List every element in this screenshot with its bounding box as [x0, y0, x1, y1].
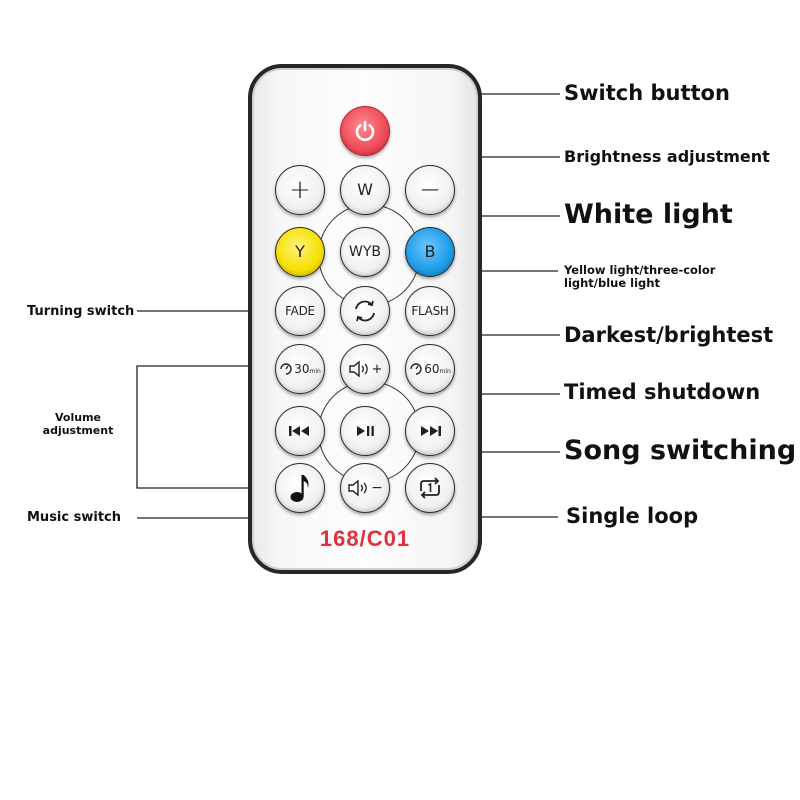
flash-label: FLASH [411, 304, 449, 318]
rotate-icon [355, 300, 375, 322]
rotate-button[interactable] [340, 286, 390, 336]
label-darkest-brightest: Darkest/brightest [564, 323, 774, 347]
music-note-icon [290, 475, 309, 502]
label-ywb-line2: light/blue light [564, 276, 660, 290]
volume-down-symbol: − [371, 480, 383, 496]
minus-symbol: − [419, 175, 441, 205]
fade-button[interactable]: FADE [275, 286, 325, 336]
timer-30-button[interactable]: 30 min [275, 344, 325, 394]
yellow-light-label: Y [295, 242, 305, 261]
next-icon [421, 426, 441, 436]
previous-button[interactable] [275, 406, 325, 456]
blue-light-label: B [424, 242, 436, 261]
three-color-button[interactable]: WYB [340, 227, 390, 277]
timer-30-unit: min [309, 368, 321, 375]
blue-light-button[interactable]: B [405, 227, 455, 277]
label-turning-switch: Turning switch [27, 304, 135, 319]
label-volume-line2: adjustment [42, 424, 114, 437]
label-ywb: Yellow light/three-color light/blue ligh… [564, 264, 715, 290]
volume-down-button[interactable]: − [340, 463, 390, 513]
speaker-icon [348, 360, 368, 378]
play-pause-button[interactable] [340, 406, 390, 456]
previous-icon [289, 426, 309, 436]
power-icon [355, 120, 375, 142]
brightness-up-button[interactable]: + [275, 165, 325, 215]
timer-60-value: 60 [424, 362, 440, 376]
model-number: 168/C01 [319, 526, 411, 551]
timer-30-value: 30 [294, 362, 310, 376]
single-loop-icon [420, 477, 440, 499]
label-volume-line1: Volume [55, 411, 101, 424]
plus-symbol: + [289, 175, 311, 205]
volume-up-button[interactable]: + [340, 344, 390, 394]
three-color-label: WYB [349, 244, 381, 260]
power-button[interactable] [340, 106, 390, 156]
label-switch-button: Switch button [564, 81, 730, 105]
flash-button[interactable]: FLASH [405, 286, 455, 336]
label-single-loop: Single loop [566, 504, 699, 528]
white-light-label: W [357, 180, 373, 199]
timer-icon [410, 363, 422, 375]
music-switch-button[interactable] [275, 463, 325, 513]
speaker-icon [348, 479, 367, 497]
label-ywb-line1: Yellow light/three-color [564, 263, 716, 277]
white-light-button[interactable]: W [340, 165, 390, 215]
play-pause-icon [357, 426, 374, 436]
timer-icon [280, 363, 292, 375]
single-loop-button[interactable] [405, 463, 455, 513]
label-volume-adjustment: Volume adjustment [40, 411, 116, 437]
timer-60-unit: min [439, 368, 451, 375]
brightness-down-button[interactable]: − [405, 165, 455, 215]
yellow-light-button[interactable]: Y [275, 227, 325, 277]
fade-label: FADE [285, 304, 315, 318]
next-button[interactable] [405, 406, 455, 456]
timer-60-button[interactable]: 60 min [405, 344, 455, 394]
label-song-switching: Song switching [564, 435, 797, 466]
volume-up-symbol: + [371, 361, 383, 377]
label-timed-shutdown: Timed shutdown [564, 380, 761, 404]
label-white-light: White light [564, 199, 733, 230]
label-brightness-adjustment: Brightness adjustment [564, 147, 770, 166]
remote-control: + W − Y WYB B FADE FLASH 30 min [248, 64, 482, 574]
label-music-switch: Music switch [27, 510, 121, 525]
